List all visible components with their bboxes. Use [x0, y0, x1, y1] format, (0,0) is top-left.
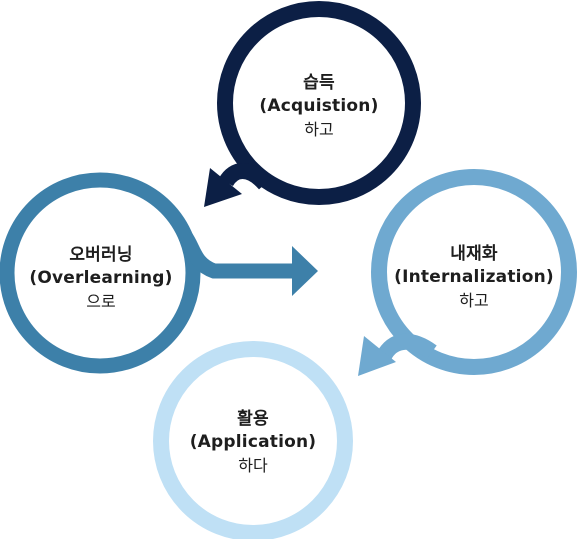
overlearning-node — [0, 172, 318, 374]
application-title: 활용 — [237, 409, 269, 429]
acquisition-to-overlearning-arrow — [219, 163, 271, 190]
internalization-ring — [371, 169, 577, 375]
internalization-node — [358, 169, 577, 376]
overlearning-title: 오버러닝 — [69, 245, 133, 265]
application-suffix: 하다 — [238, 456, 268, 475]
internalization-to-application-arrow — [376, 334, 437, 361]
overlearning-ring — [0, 172, 201, 374]
internalization-suffix: 하고 — [459, 291, 489, 310]
acquisition-english: (Acquistion) — [259, 96, 379, 116]
application-english: (Application) — [189, 432, 317, 452]
acquisition-arrowhead — [204, 168, 242, 207]
acquisition-label: 습득 (Acquistion) 하고 — [219, 72, 419, 141]
overlearning-label: 오버러닝 (Overlearning) 으로 — [1, 244, 201, 313]
overlearning-arrowhead — [292, 246, 318, 296]
acquisition-ring — [217, 1, 421, 205]
internalization-title: 내재화 — [450, 244, 498, 264]
internalization-label: 내재화 (Internalization) 하고 — [374, 243, 574, 312]
acquisition-suffix: 하고 — [304, 120, 334, 139]
application-ring — [153, 341, 353, 539]
application-node — [153, 341, 353, 539]
acquisition-title: 습득 — [303, 73, 335, 93]
overlearning-to-internalization-arrow — [178, 231, 298, 279]
internalization-english: (Internalization) — [394, 267, 554, 287]
application-label: 활용 (Application) 하다 — [153, 408, 353, 477]
internalization-arrowhead — [358, 336, 396, 376]
acquisition-node — [204, 1, 421, 207]
overlearning-english: (Overlearning) — [29, 268, 173, 288]
overlearning-suffix: 으로 — [86, 292, 116, 311]
